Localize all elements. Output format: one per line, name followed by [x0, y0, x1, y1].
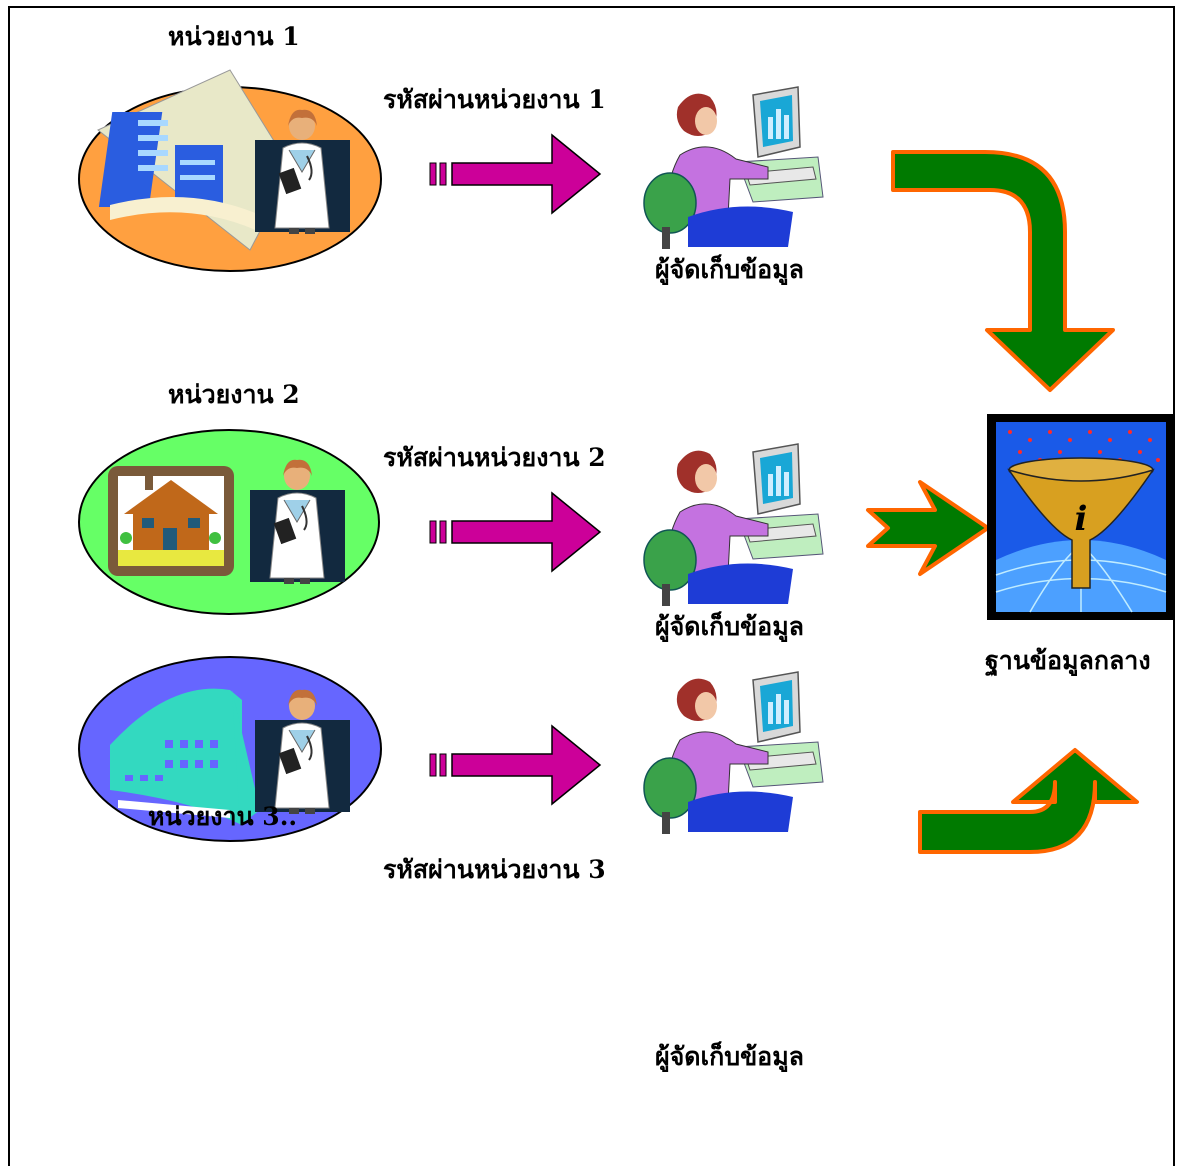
transfer-arrow-1: [429, 134, 601, 214]
hospital-building-icon: [110, 688, 260, 825]
unit-2-password-label: รหัสผ่านหน่วยงาน 2: [383, 443, 606, 472]
unit-2-title: หน่วยงาน 2: [168, 380, 300, 409]
unit-2-collector-label: ผู้จัดเก็บข้อมูล: [655, 612, 804, 641]
central-database-label: ฐานข้อมูลกลาง: [985, 646, 1151, 675]
funnel-info-icon: i: [987, 414, 1175, 620]
data-collector-icon-3: [643, 671, 824, 835]
unit-3: [78, 656, 382, 842]
curved-arrow-down: [891, 150, 1115, 392]
unit-1-title: หน่วยงาน 1: [168, 22, 300, 51]
unit-3-password-label: รหัสผ่านหน่วยงาน 3: [383, 855, 606, 884]
unit-3-title: หน่วยงาน 3..: [148, 802, 298, 831]
unit-1-password-label: รหัสผ่านหน่วยงาน 1: [383, 85, 606, 114]
data-collector-icon-2: [643, 443, 824, 607]
transfer-arrow-2: [429, 492, 601, 572]
data-collector-icon-1: [643, 86, 824, 250]
unit-1-collector-label: ผู้จัดเก็บข้อมูล: [655, 255, 804, 284]
house-icon: [108, 466, 234, 576]
unit-3-collector-label: ผู้จัดเก็บข้อมูล: [655, 1042, 804, 1071]
transfer-arrow-3: [429, 725, 601, 805]
straight-arrow-right: [866, 480, 990, 576]
office-building-icon: [97, 69, 293, 251]
unit-2: [78, 429, 380, 615]
unit-1: [78, 69, 382, 272]
svg-text:i: i: [1075, 499, 1088, 539]
